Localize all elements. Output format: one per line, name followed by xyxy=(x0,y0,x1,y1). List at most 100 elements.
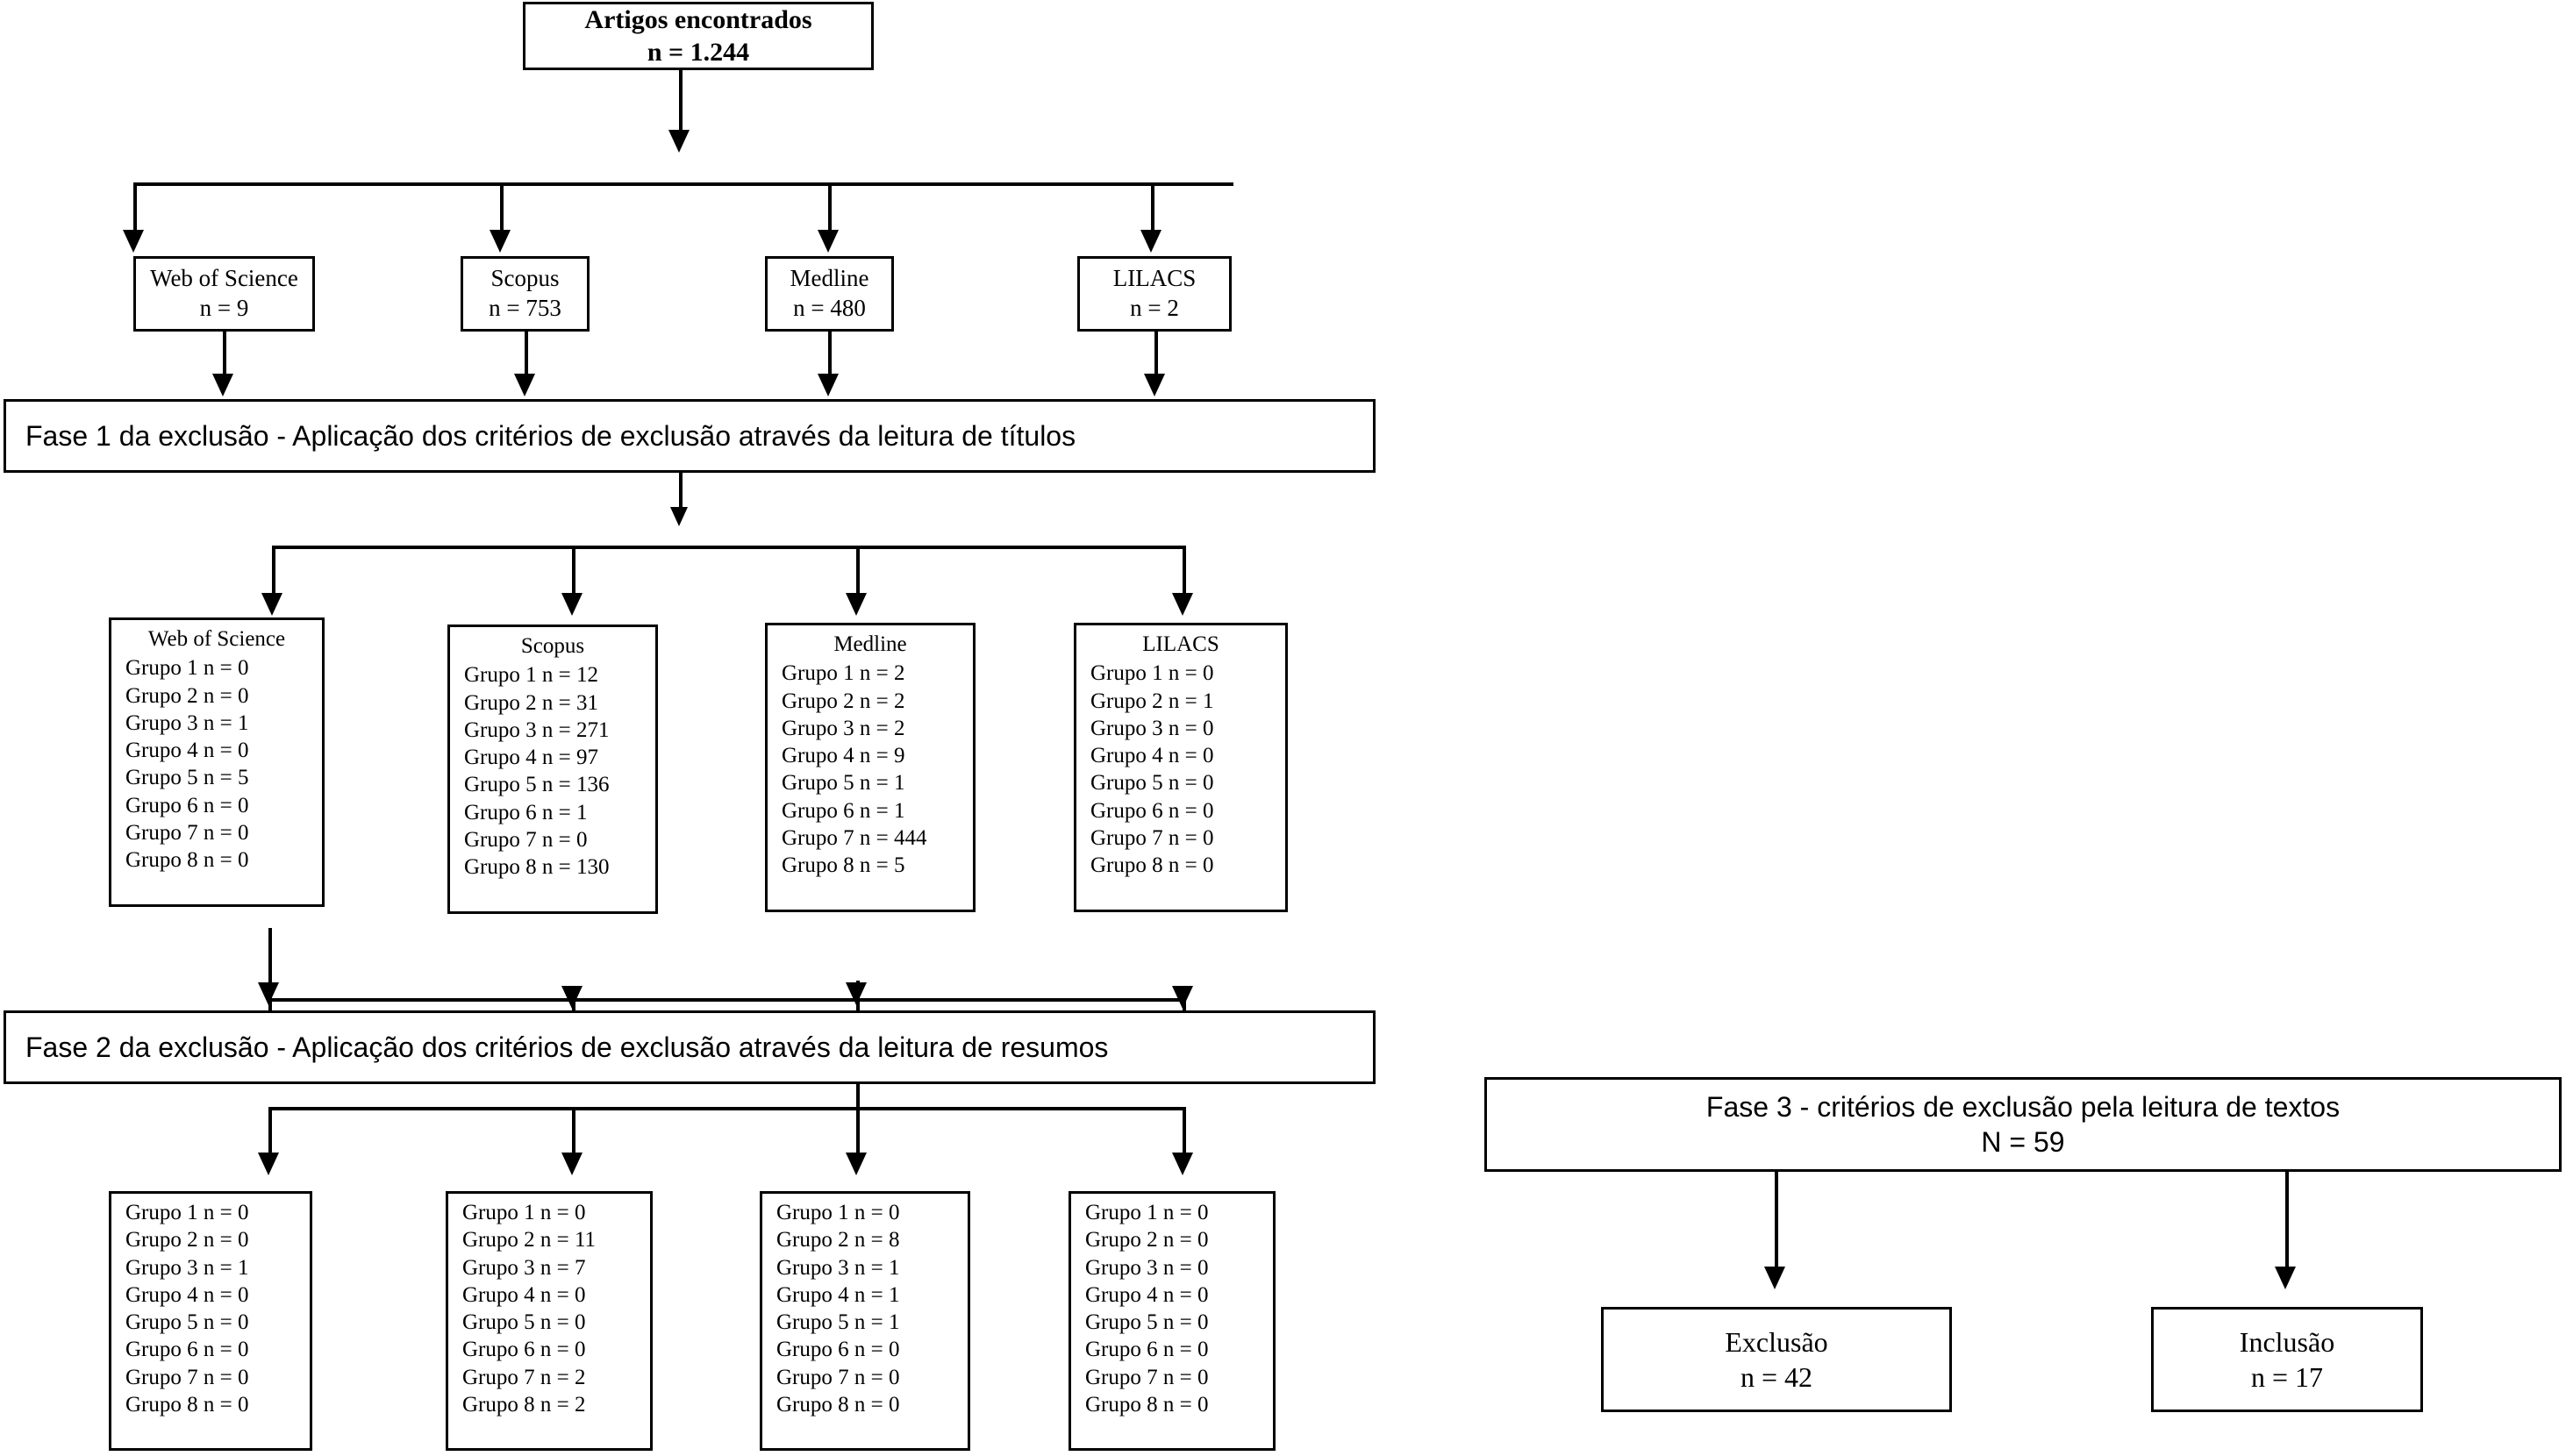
database-name: Web of Science xyxy=(150,265,298,292)
group-row: Grupo 4 n = 0 xyxy=(1090,744,1214,767)
group-row: Grupo 3 n = 7 xyxy=(462,1255,586,1280)
group-row: Grupo 3 n = 0 xyxy=(1090,716,1214,740)
phase1-results-lilacs: LILACS Grupo 1 n = 0 Grupo 2 n = 1 Grupo… xyxy=(1074,623,1288,912)
outcome-box-inclusao: Inclusão n = 17 xyxy=(2151,1307,2423,1412)
arrowhead-db2-to-phase1 xyxy=(818,374,839,396)
connector-p1-3 xyxy=(1183,546,1186,596)
connector-db-1 xyxy=(500,182,504,233)
group-row: Grupo 3 n = 1 xyxy=(125,1255,249,1280)
arrowhead-drop-phase2-3 xyxy=(1172,986,1193,1009)
connector-p1-1 xyxy=(572,546,575,596)
group-row: Grupo 8 n = 130 xyxy=(464,855,610,879)
group-row: Grupo 2 n = 0 xyxy=(1085,1228,1209,1253)
group-row: Grupo 6 n = 0 xyxy=(1085,1338,1209,1362)
phase2-results-lilacs: Grupo 1 n = 0 Grupo 2 n = 0 Grupo 3 n = … xyxy=(1069,1191,1276,1451)
group-row: Grupo 3 n = 0 xyxy=(1085,1255,1209,1280)
outcome-label: Exclusão xyxy=(1725,1326,1828,1358)
connector-phase3-exclusao xyxy=(1775,1172,1778,1270)
outcome-count: n = 42 xyxy=(1740,1361,1813,1393)
outcome-count: n = 17 xyxy=(2250,1361,2324,1393)
split-bar-phase1-results xyxy=(272,546,1186,549)
group-row: Grupo 3 n = 1 xyxy=(125,710,249,735)
phase1-bar: Fase 1 da exclusão - Aplicação dos crité… xyxy=(4,399,1376,473)
group-row: Grupo 3 n = 271 xyxy=(464,717,610,742)
arrowhead-drop-phase2-2 xyxy=(846,982,867,1005)
connector-db1-to-phase1 xyxy=(525,332,528,377)
group-row: Grupo 7 n = 2 xyxy=(462,1365,586,1389)
connector-p2r-0 xyxy=(268,1107,272,1156)
group-row: Grupo 2 n = 11 xyxy=(462,1228,597,1253)
group-row: Grupo 5 n = 0 xyxy=(125,1310,249,1334)
arrowhead-p1-1 xyxy=(561,593,583,616)
connector-db2-to-phase1 xyxy=(828,332,832,377)
group-row: Grupo 4 n = 9 xyxy=(782,744,905,767)
arrowhead-db-1 xyxy=(490,230,511,253)
connector-p2-riser xyxy=(856,1084,860,1109)
phase3-box: Fase 3 - critérios de exclusão pela leit… xyxy=(1484,1077,2562,1172)
group-row: Grupo 3 n = 1 xyxy=(776,1255,900,1280)
phase1-label: Fase 1 da exclusão - Aplicação dos crité… xyxy=(25,420,1076,452)
database-box-medline: Medline n = 480 xyxy=(765,256,894,332)
group-row: Grupo 5 n = 0 xyxy=(1085,1310,1209,1334)
group-row: Grupo 8 n = 0 xyxy=(1085,1392,1209,1417)
group-row: Grupo 7 n = 0 xyxy=(1085,1365,1209,1389)
database-box-web-of-science: Web of Science n = 9 xyxy=(133,256,315,332)
group-row: Grupo 5 n = 0 xyxy=(462,1310,586,1334)
database-count: n = 9 xyxy=(199,295,249,321)
connector-top-to-split xyxy=(679,70,683,133)
connector-p2r-2 xyxy=(856,1107,860,1156)
group-row: Grupo 7 n = 0 xyxy=(464,827,588,852)
database-count: n = 480 xyxy=(793,295,866,321)
arrowhead-top-to-split xyxy=(668,130,690,153)
group-row: Grupo 6 n = 0 xyxy=(125,1338,249,1362)
group-row: Grupo 7 n = 444 xyxy=(782,825,927,850)
group-row: Grupo 2 n = 2 xyxy=(782,689,905,713)
outcome-box-exclusao: Exclusão n = 42 xyxy=(1601,1307,1952,1412)
database-name: Medline xyxy=(790,265,869,292)
arrowhead-db-2 xyxy=(818,230,839,253)
arrowhead-db-3 xyxy=(1140,230,1161,253)
group-row: Grupo 8 n = 0 xyxy=(1090,853,1214,877)
connector-p1-0 xyxy=(272,546,275,596)
connector-phase1-out xyxy=(679,473,683,511)
database-name: LILACS xyxy=(1112,265,1197,292)
articles-found-box: Artigos encontrados n = 1.244 xyxy=(523,2,874,70)
arrowhead-p1-2 xyxy=(846,593,867,616)
phase1-result-source: LILACS xyxy=(1142,632,1219,656)
group-row: Grupo 1 n = 0 xyxy=(462,1201,586,1224)
group-row: Grupo 8 n = 5 xyxy=(782,853,905,877)
articles-found-title: Artigos encontrados xyxy=(584,4,812,34)
connector-p2r-1 xyxy=(572,1107,575,1156)
phase3-count: N = 59 xyxy=(1981,1126,2065,1158)
connector-p1-2 xyxy=(856,546,860,596)
connector-to-phase2-0 xyxy=(268,928,272,1000)
connector-db-0 xyxy=(133,182,137,233)
split-bar-databases xyxy=(133,182,1233,186)
group-row: Grupo 1 n = 0 xyxy=(776,1201,900,1224)
connector-phase3-inclusao xyxy=(2285,1172,2289,1270)
arrowhead-phase3-exclusao xyxy=(1764,1267,1785,1289)
group-row: Grupo 5 n = 1 xyxy=(782,771,905,796)
phase1-result-source: Medline xyxy=(833,632,907,656)
group-row: Grupo 7 n = 0 xyxy=(1090,825,1214,850)
group-row: Grupo 6 n = 0 xyxy=(1090,798,1214,823)
merge-bar-phase1-to-phase2 xyxy=(268,998,1183,1002)
outcome-label: Inclusão xyxy=(2239,1326,2335,1358)
group-row: Grupo 6 n = 1 xyxy=(782,798,905,823)
group-row: Grupo 7 n = 0 xyxy=(125,1365,249,1389)
split-bar-phase2-results xyxy=(268,1107,1183,1110)
phase2-results-scopus: Grupo 1 n = 0 Grupo 2 n = 11 Grupo 3 n =… xyxy=(446,1191,653,1451)
connector-db-2 xyxy=(828,182,832,233)
group-row: Grupo 8 n = 0 xyxy=(125,1392,249,1417)
group-row: Grupo 4 n = 0 xyxy=(1085,1282,1209,1307)
phase3-title: Fase 3 - critérios de exclusão pela leit… xyxy=(1705,1091,2341,1123)
group-row: Grupo 5 n = 0 xyxy=(1090,771,1214,796)
arrowhead-db1-to-phase1 xyxy=(514,374,535,396)
group-row: Grupo 5 n = 5 xyxy=(125,766,249,790)
database-box-lilacs: LILACS n = 2 xyxy=(1077,256,1232,332)
phase2-label: Fase 2 da exclusão - Aplicação dos crité… xyxy=(25,1031,1109,1063)
phase2-results-medline: Grupo 1 n = 0 Grupo 2 n = 8 Grupo 3 n = … xyxy=(760,1191,970,1451)
connector-db-3 xyxy=(1151,182,1154,233)
arrowhead-drop-phase2-0 xyxy=(258,982,279,1005)
